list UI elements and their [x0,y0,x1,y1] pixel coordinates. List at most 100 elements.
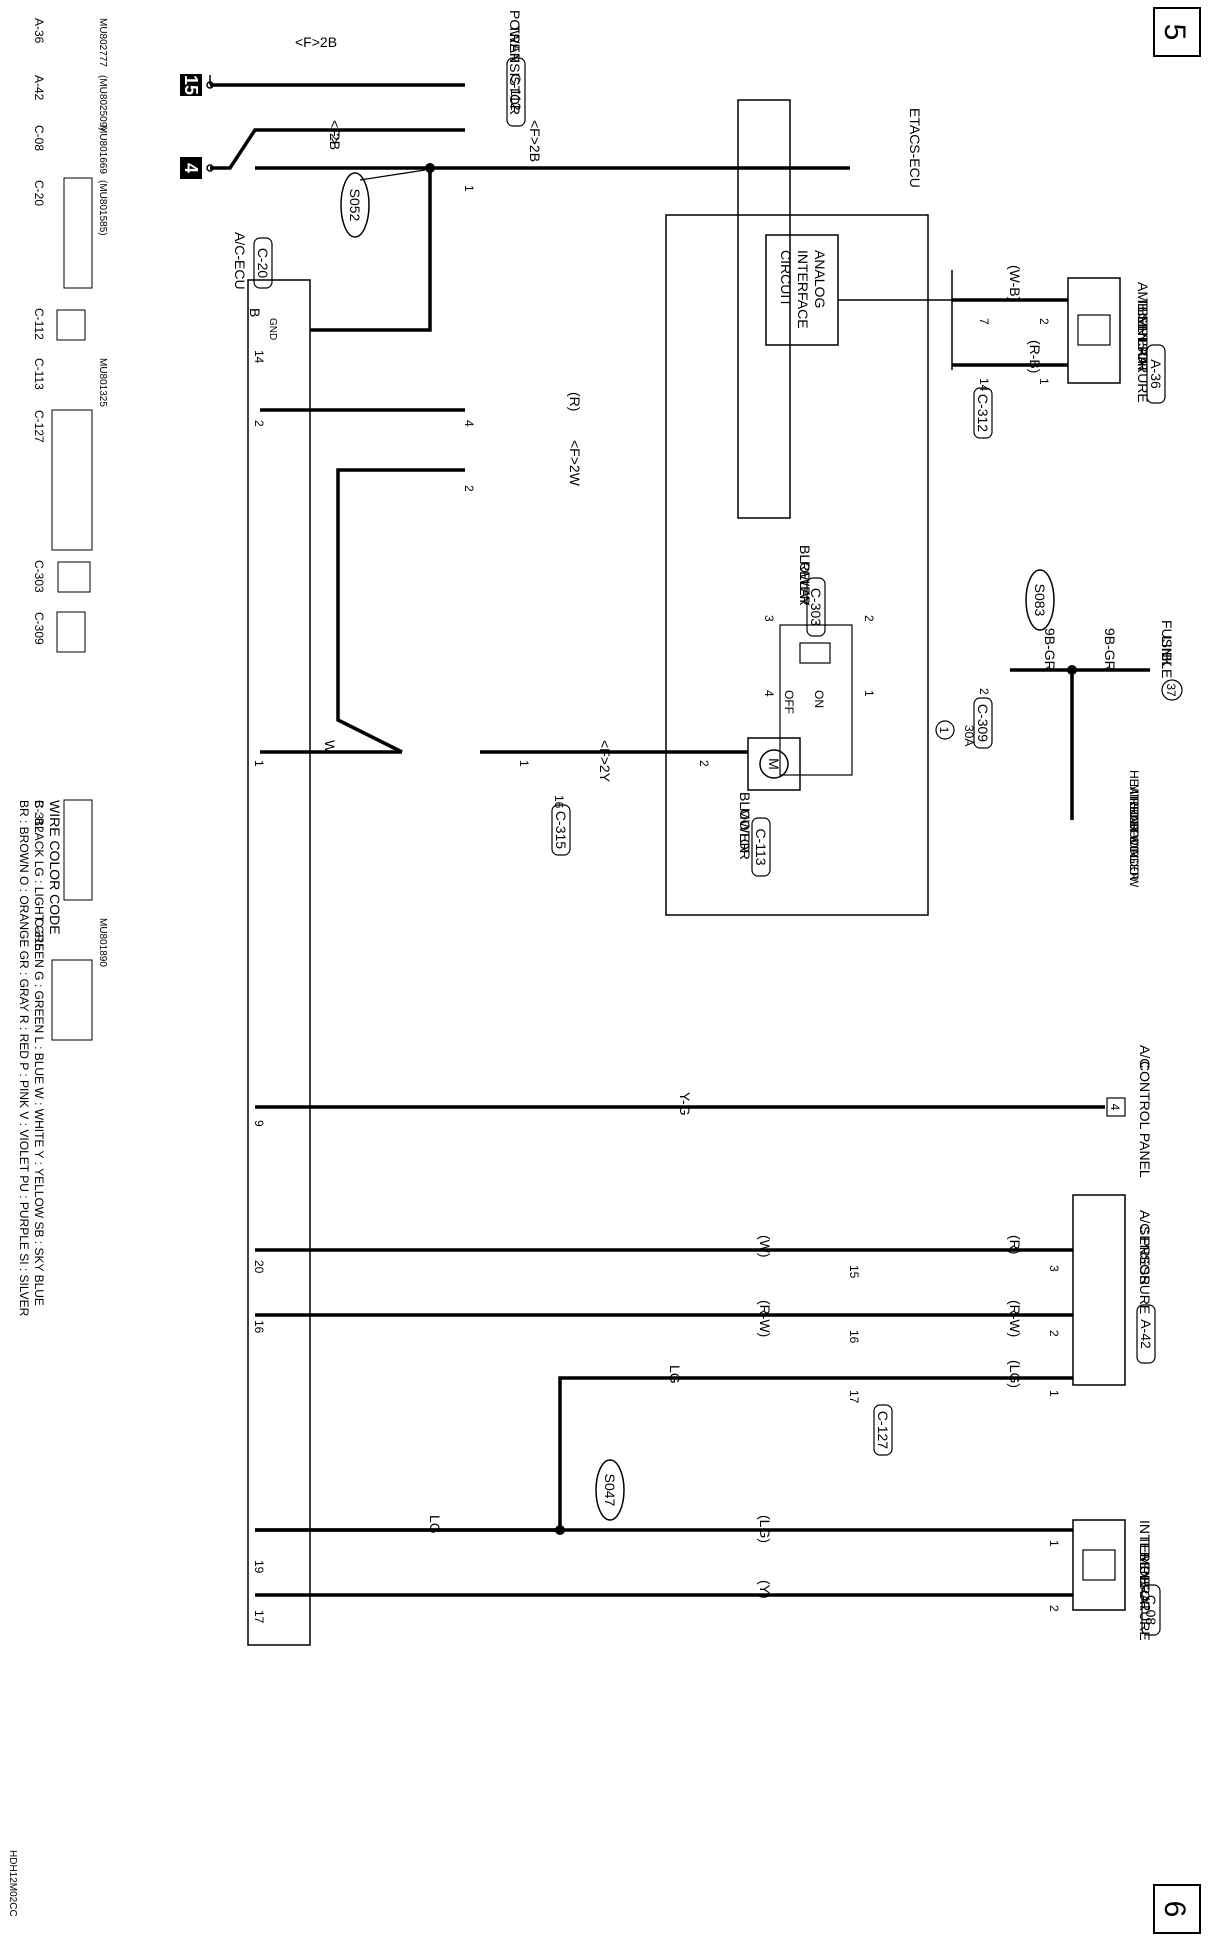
svg-text:(R): (R) [567,392,583,411]
svg-text:MU801669: MU801669 [97,125,108,174]
svg-text:GND: GND [267,318,278,340]
svg-text:C-315: C-315 [32,918,46,951]
svg-text:<F>2W: <F>2W [567,440,583,487]
svg-text:B: B [247,308,263,317]
ac-ecu: A/C-ECU C-20 GND [232,232,311,1646]
svg-text:MOTOR: MOTOR [737,808,753,860]
doc-code: HDH12M02CC [7,1850,18,1917]
svg-text:ANALOG: ANALOG [812,250,828,308]
svg-text:4: 4 [462,420,476,427]
svg-text:S052: S052 [347,189,363,222]
svg-text:INTERFACE: INTERFACE [795,250,811,329]
wire-lg-pressure [255,1376,1073,1532]
svg-text:9B-GR: 9B-GR [1042,628,1058,671]
svg-text:C-127: C-127 [32,410,46,443]
svg-text:7: 7 [977,318,991,325]
power-transistor: POWER TRANSISTOR C-112 [506,10,791,519]
svg-text:(MU802509): (MU802509) [97,75,108,131]
svg-text:3: 3 [762,615,776,622]
svg-text:A-42: A-42 [1138,1319,1154,1349]
svg-text:16: 16 [847,1330,861,1344]
svg-text:LG: LG [427,1515,443,1534]
svg-text:(LG): (LG) [1007,1360,1023,1388]
svg-text:MIRROR: MIRROR [1127,784,1141,833]
fusible-link: FUSIBLE LINK 37 [1159,620,1183,701]
svg-text:A-42: A-42 [32,75,46,101]
svg-text:14: 14 [252,350,266,364]
svg-text:BLOWER: BLOWER [737,792,753,853]
svg-text:MU801325: MU801325 [97,358,108,407]
svg-text:30A: 30A [962,725,976,746]
svg-text:1: 1 [1037,378,1051,385]
svg-text:3: 3 [1047,1265,1061,1272]
svg-text:C-20: C-20 [255,248,271,279]
svg-text:POWER: POWER [507,10,523,63]
svg-text:A/C-ECU: A/C-ECU [232,232,248,290]
svg-text:REAR WINDOW: REAR WINDOW [1127,798,1141,888]
svg-text:WIRE COLOR CODE: WIRE COLOR CODE [47,800,63,935]
svg-text:2: 2 [977,688,991,695]
svg-text:C-112: C-112 [32,308,46,340]
svg-text:1: 1 [462,185,476,192]
svg-text:14: 14 [977,378,991,392]
svg-text:2: 2 [697,760,711,767]
svg-text:2: 2 [1047,1330,1061,1337]
svg-text:TEMPERATURE: TEMPERATURE [1137,1536,1153,1641]
blower-relay: BLOWER RELAY C-303 ON OFF [779,545,853,776]
svg-text:OFF: OFF [782,690,796,714]
page-number-top: 5 [1153,7,1201,57]
blower-motor: M BLOWER MOTOR C-113 [737,737,801,877]
wire-f2w [336,468,465,754]
ac-control-panel: A/C CONTROL PANEL 4 [1106,1045,1153,1178]
svg-text:C-303: C-303 [808,588,824,626]
svg-text:W: W [322,740,338,754]
splice-dot-s052 [425,163,435,173]
svg-text:(R): (R) [1007,1235,1023,1254]
svg-text:LG: LG [667,1365,683,1384]
svg-text:HEATED DOOR: HEATED DOOR [1127,770,1141,857]
svg-text:15: 15 [181,75,201,95]
svg-text:(R-B): (R-B) [1027,340,1043,373]
svg-text:9B-GR: 9B-GR [1102,628,1118,671]
svg-text:(LG): (LG) [757,1515,773,1543]
svg-text:A/C: A/C [1137,1045,1153,1068]
ground-15: 15 [180,74,214,96]
interior-temperature-sensor: INTERIOR TEMPERATURE SENSOR C-08 [1072,1519,1161,1641]
svg-text:19: 19 [252,1560,266,1574]
svg-text:6: 6 [1158,1901,1191,1918]
svg-text:4: 4 [181,163,201,173]
svg-text:2: 2 [1047,1605,1061,1612]
svg-text:20: 20 [252,1260,266,1274]
svg-text:(R-W): (R-W) [757,1300,773,1337]
svg-text:16: 16 [252,1320,266,1334]
wire-color-code: WIRE COLOR CODE B : BLACK LG : LIGHT GRE… [17,800,63,1317]
svg-text:C-312: C-312 [975,394,991,432]
svg-text:BLOWER: BLOWER [797,545,813,606]
svg-text:(W): (W) [757,1235,773,1258]
svg-text:1: 1 [862,690,876,697]
svg-text:FUSIBLE: FUSIBLE [1159,620,1175,678]
svg-text:SENSOR: SENSOR [1137,1552,1153,1611]
svg-text:2: 2 [252,420,266,427]
svg-text:1: 1 [517,760,531,767]
svg-text:2: 2 [1037,318,1051,325]
ac-pressure-sensor: A/C PRESSURE SENSOR A-42 [1072,1194,1156,1386]
svg-text:2B: 2B [327,133,343,150]
svg-text:C-127: C-127 [875,1411,891,1449]
svg-text:(MU801585): (MU801585) [97,180,108,236]
svg-text:<F>2B: <F>2B [527,120,543,162]
svg-text:ETACS-ECU: ETACS-ECU [907,108,923,188]
ground-4: 4 [180,157,214,179]
svg-text:9: 9 [252,1120,266,1127]
svg-text:CONTROL PANEL: CONTROL PANEL [1137,1061,1153,1178]
etacs-ecu: ETACS-ECU [665,108,929,916]
analog-interface-circuit: ANALOG INTERFACE CIRCUIT [765,234,839,346]
svg-text:C-309: C-309 [975,704,991,742]
svg-text:MU802777: MU802777 [97,18,108,67]
wire-ground4 [210,128,465,170]
svg-text:C-08: C-08 [32,125,46,151]
svg-text:(W-B): (W-B) [1007,265,1023,301]
svg-text:C-113: C-113 [32,358,46,390]
heated-door-mirror-label: HEATED DOOR MIRROR REAR WINDOW DEFOGGER [1127,770,1141,888]
